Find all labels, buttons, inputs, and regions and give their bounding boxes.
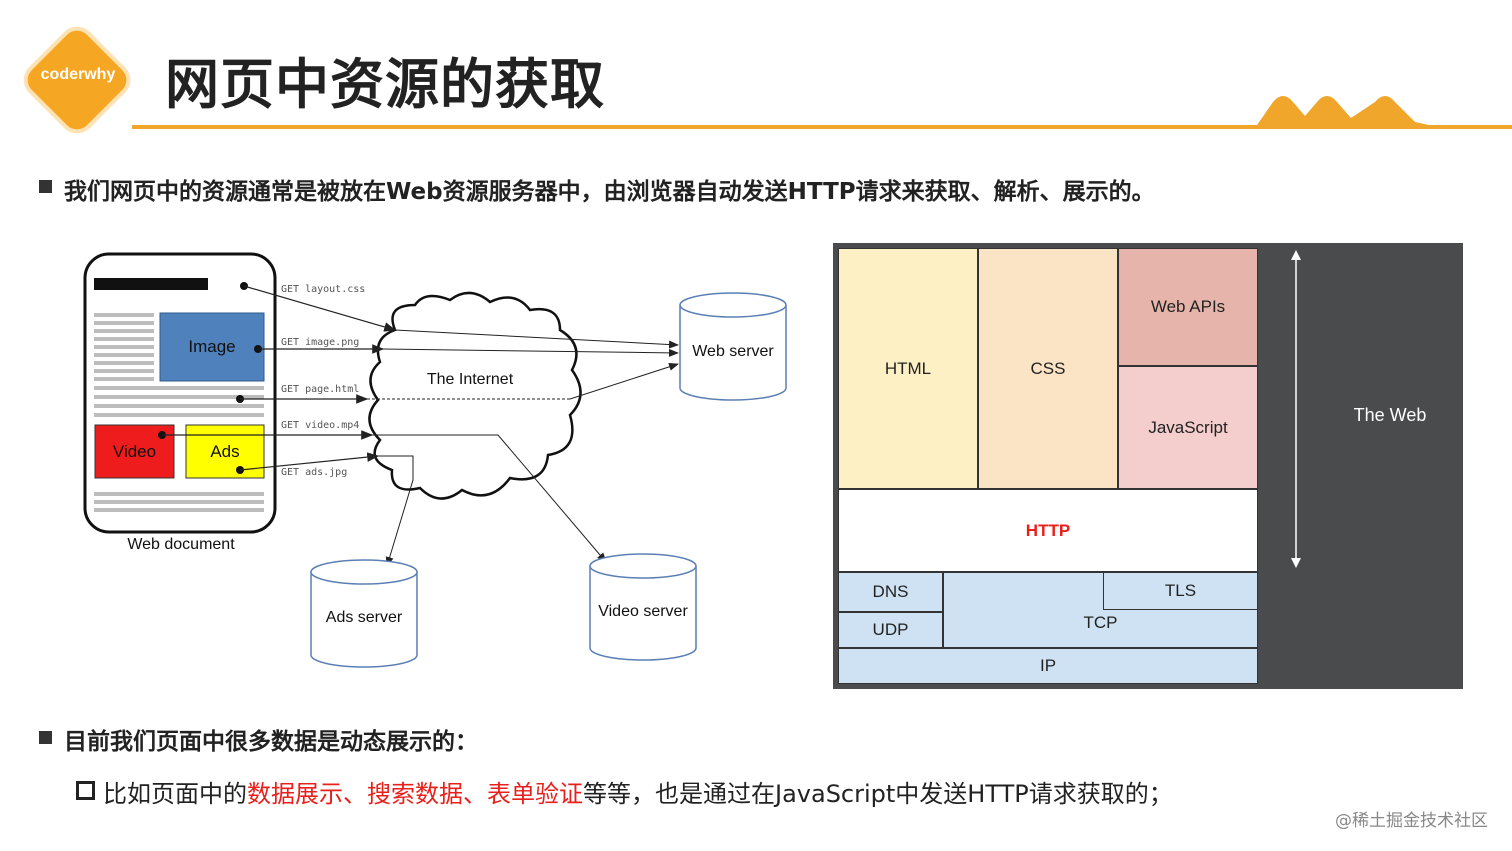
request-label: GET ads.jpg [281,467,348,478]
request-label: GET layout.css [281,284,366,295]
web-document-caption: Web document [127,536,235,553]
video-block-label: Video [112,442,157,461]
video-server-label: Video server [598,603,688,620]
ads-block-label: Ads [210,442,240,461]
stack-udp: UDP [838,612,943,648]
ads-server-label: Ads server [325,609,403,626]
stack-ip: IP [838,648,1258,684]
web-stack-diagram: HTML CSS Web APIs JavaScript HTTP DNS UD… [833,243,1463,689]
bullet-text: 目前我们页面中很多数据是动态展示的： [64,729,478,755]
internet-cloud [368,291,582,500]
web-document-frame [83,252,277,534]
request-label: GET image.png [281,337,360,348]
title-underline [132,125,1512,129]
sub-bullet-suffix: 等等，也是通过在JavaScript中发送HTTP请求获取的； [583,780,1173,808]
watermark: @稀土掘金技术社区 [1335,811,1488,831]
stack-http: HTTP [838,489,1258,572]
bullet-marker [39,180,52,193]
page-title: 网页中资源的获取 [165,53,605,116]
web-server-cylinder [679,292,787,401]
logo-text: coderwhy [40,66,116,83]
stack-dns: DNS [838,572,943,612]
web-server-label: Web server [692,343,774,360]
image-block-label: Image [188,337,236,356]
request-label: GET page.html [281,384,360,395]
stack-javascript: JavaScript [1118,366,1258,489]
bullet-marker [39,731,52,744]
the-web-label: The Web [1353,405,1427,425]
web-request-diagram [83,252,787,668]
double-arrow-icon [1291,250,1301,568]
sub-bullet-highlight: 数据展示、搜索数据、表单验证 [247,780,583,808]
stack-html: HTML [838,248,978,489]
internet-label: The Internet [426,371,514,388]
ads-server-cylinder [310,559,418,668]
request-label: GET video.mp4 [281,420,360,431]
stack-css: CSS [978,248,1118,489]
stack-web-apis: Web APIs [1118,248,1258,366]
mountain-decoration-icon [1255,96,1443,128]
sub-bullet-text: 比如页面中的数据展示、搜索数据、表单验证等等，也是通过在JavaScript中发… [103,774,1173,809]
bullet-text: 我们网页中的资源通常是被放在Web资源服务器中，由浏览器自动发送HTTP请求来获… [64,179,1155,205]
video-server-cylinder [589,553,697,661]
sub-bullet-marker [76,781,95,800]
stack-tls: TLS [1103,572,1258,610]
sub-bullet-prefix: 比如页面中的 [103,780,247,808]
